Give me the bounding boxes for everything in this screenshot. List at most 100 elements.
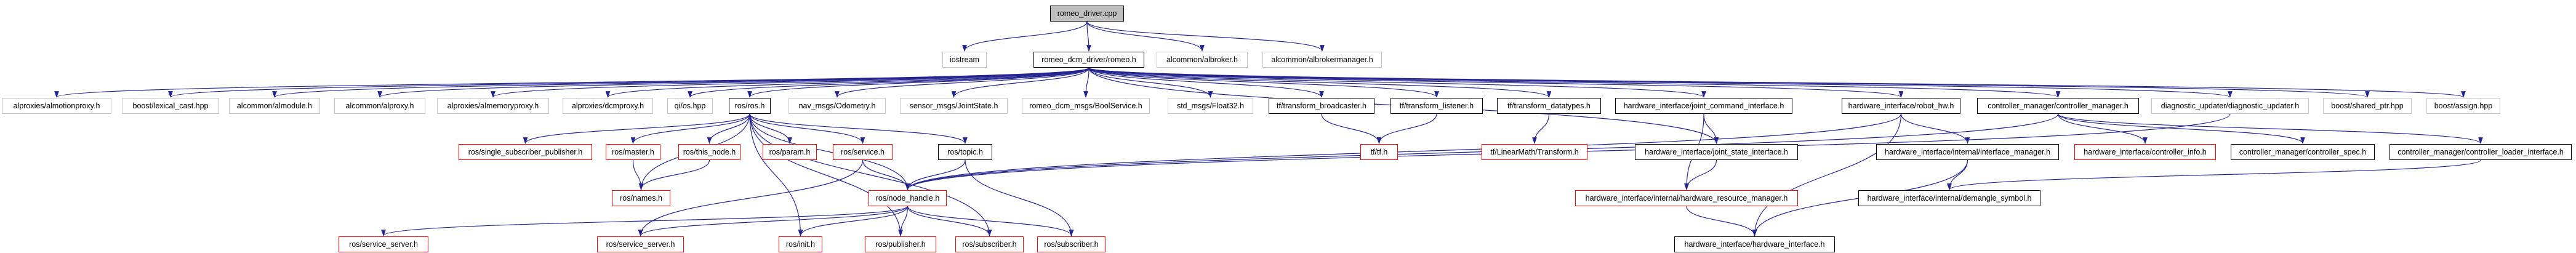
- graph-node-n1[interactable]: iostream: [942, 52, 987, 68]
- graph-node-n6[interactable]: boost/lexical_cast.hpp: [122, 98, 219, 114]
- graph-edge-n17-n32: [1321, 113, 1382, 145]
- graph-node-n41[interactable]: hardware_interface/internal/hardware_res…: [1575, 190, 1798, 206]
- graph-node-n15[interactable]: romeo_dcm_msgs/BoolService.h: [1022, 98, 1150, 114]
- graph-edge-n41-n49: [1686, 206, 1757, 237]
- graph-edge-n2-n13: [835, 67, 1089, 98]
- graph-node-n45[interactable]: ros/init.h: [779, 236, 822, 252]
- graph-edge-n28-n39: [638, 159, 710, 191]
- graph-edge-n21-n35: [1900, 113, 1970, 145]
- graph-node-n48[interactable]: ros/subscriber.h: [1037, 236, 1105, 252]
- graph-edge-n40-n46: [898, 206, 909, 237]
- graph-node-n28[interactable]: ros/this_node.h: [678, 144, 740, 160]
- graph-node-n12[interactable]: ros/ros.h: [729, 98, 771, 114]
- graph-node-n16[interactable]: std_msgs/Float32.h: [1168, 98, 1253, 114]
- graph-node-n24[interactable]: boost/shared_ptr.hpp: [2323, 98, 2412, 114]
- graph-node-n39[interactable]: ros/names.h: [612, 190, 670, 206]
- graph-edge-n12-n28: [707, 113, 750, 145]
- graph-node-n26[interactable]: ros/single_subscriber_publisher.h: [459, 144, 592, 160]
- graph-node-n2[interactable]: romeo_dcm_driver/romeo.h: [1033, 52, 1144, 68]
- graph-node-n46[interactable]: ros/publisher.h: [865, 236, 936, 252]
- graph-edge-n2-n14: [951, 67, 1089, 98]
- graph-edge-n22-n37: [2057, 113, 2305, 145]
- graph-edge-n2-n8: [377, 67, 1089, 98]
- graph-edge-n0-n3: [1086, 21, 1205, 52]
- graph-edge-n12-n40: [749, 113, 910, 191]
- graph-edge-n2-n15: [1083, 67, 1089, 98]
- graph-node-n14[interactable]: sensor_msgs/JointState.h: [900, 98, 1008, 114]
- graph-edge-n12-n47: [749, 113, 992, 237]
- graph-node-n21[interactable]: hardware_interface/robot_hw.h: [1842, 98, 1960, 114]
- graph-node-n5[interactable]: alproxies/almotionproxy.h: [2, 98, 111, 114]
- graph-edge-n0-n1: [962, 21, 1088, 52]
- graph-node-n30[interactable]: ros/service.h: [833, 144, 893, 160]
- graph-node-n32[interactable]: tf/tf.h: [1360, 144, 1398, 160]
- graph-node-n29[interactable]: ros/param.h: [763, 144, 817, 160]
- graph-node-n9[interactable]: alproxies/almemoryproxy.h: [437, 98, 549, 114]
- graph-node-n34[interactable]: hardware_interface/joint_state_interface…: [1635, 144, 1798, 160]
- graph-node-n37[interactable]: controller_manager/controller_spec.h: [2231, 144, 2375, 160]
- graph-edge-n12-n27: [630, 113, 750, 145]
- graph-node-n3[interactable]: alcommon/albroker.h: [1157, 52, 1248, 68]
- graph-edge-n21-n40: [905, 113, 1902, 191]
- graph-node-n13[interactable]: nav_msgs/Odometry.h: [788, 98, 886, 114]
- graph-edge-n2-n5: [54, 67, 1089, 98]
- graph-edge-n18-n32: [1376, 113, 1437, 145]
- graph-node-n20[interactable]: hardware_interface/joint_command_interfa…: [1615, 98, 1792, 114]
- graph-node-n47[interactable]: ros/subscriber.h: [955, 236, 1024, 252]
- graph-edge-n12-n45: [749, 113, 803, 237]
- graph-node-n38[interactable]: controller_manager/controller_loader_int…: [2389, 144, 2572, 160]
- graph-node-n27[interactable]: ros/master.h: [606, 144, 660, 160]
- graph-node-n31[interactable]: ros/topic.h: [938, 144, 992, 160]
- graph-edge-n19-n33: [1532, 113, 1550, 145]
- graph-edge-n2-n24: [1088, 67, 2370, 98]
- graph-edge-n12-n26: [523, 113, 750, 145]
- graph-edge-n12-n31: [749, 113, 968, 145]
- graph-edge-n40-n43: [381, 206, 909, 237]
- graph-node-n43[interactable]: ros/service_server.h: [339, 236, 428, 252]
- graph-edge-n22-n36: [2057, 113, 2148, 145]
- graph-edge-n2-n23: [1088, 67, 2233, 98]
- graph-edge-n2-n11: [688, 67, 1089, 98]
- graph-node-n49[interactable]: hardware_interface/hardware_interface.h: [1674, 236, 1835, 252]
- graph-edge-n2-n7: [272, 67, 1089, 98]
- graph-node-n7[interactable]: alcommon/almodule.h: [229, 98, 320, 114]
- graph-edge-n2-n22: [1088, 67, 2060, 98]
- graph-edge-n2-n19: [1088, 67, 1552, 98]
- graph-node-n23[interactable]: diagnostic_updater/diagnostic_updater.h: [2151, 98, 2309, 114]
- graph-node-n35[interactable]: hardware_interface/internal/interface_ma…: [1876, 144, 2059, 160]
- graph-node-n8[interactable]: alcommon/alproxy.h: [334, 98, 425, 114]
- graph-node-n33[interactable]: tf/LinearMath/Transform.h: [1482, 144, 1587, 160]
- graph-node-n40[interactable]: ros/node_handle.h: [869, 190, 947, 206]
- graph-edge-n2-n21: [1088, 67, 1903, 98]
- graph-edge-n2-n25: [1088, 67, 2466, 98]
- graph-edge-n0-n4: [1086, 21, 1325, 52]
- graph-node-n17[interactable]: tf/transform_broadcaster.h: [1269, 98, 1374, 114]
- graph-edge-n12-n30: [749, 113, 865, 145]
- graph-node-n4[interactable]: alcommon/albrokermanager.h: [1262, 52, 1382, 68]
- graph-edge-n2-n6: [168, 67, 1089, 98]
- graph-edge-n22-n38: [2057, 113, 2483, 145]
- graph-edge-n40-n48: [907, 206, 1074, 237]
- graph-edge-n31-n40: [905, 159, 966, 191]
- graph-edge-n38-n42: [1947, 159, 2481, 191]
- graph-node-n0[interactable]: romeo_driver.cpp: [1050, 6, 1124, 22]
- graph-edge-n2-n10: [605, 67, 1089, 98]
- graph-node-n42[interactable]: hardware_interface/internal/demangle_sym…: [1858, 190, 2040, 206]
- graph-node-n11[interactable]: qi/os.hpp: [667, 98, 713, 114]
- graph-edge-n2-n20: [1088, 67, 1706, 98]
- graph-node-n36[interactable]: hardware_interface/controller_info.h: [2074, 144, 2216, 160]
- graph-node-n10[interactable]: alproxies/dcmproxy.h: [563, 98, 653, 114]
- graph-edge-n2-n17: [1088, 67, 1324, 98]
- graph-node-n19[interactable]: tf/transform_datatypes.h: [1497, 98, 1601, 114]
- graph-edge-n21-n49: [1752, 113, 1902, 237]
- graph-node-n22[interactable]: controller_manager/controller_manager.h: [1977, 98, 2139, 114]
- graph-node-n25[interactable]: boost/assign.hpp: [2426, 98, 2500, 114]
- graph-node-n18[interactable]: tf/transform_listener.h: [1390, 98, 1483, 114]
- graph-edge-n2-n18: [1088, 67, 1439, 98]
- graph-edge-n12-n29: [749, 113, 792, 145]
- graph-edge-n2-n9: [491, 67, 1089, 98]
- graph-edge-n0-n2: [1086, 21, 1091, 52]
- graph-edge-n27-n39: [632, 159, 644, 191]
- graph-node-n44[interactable]: ros/service_server.h: [597, 236, 684, 252]
